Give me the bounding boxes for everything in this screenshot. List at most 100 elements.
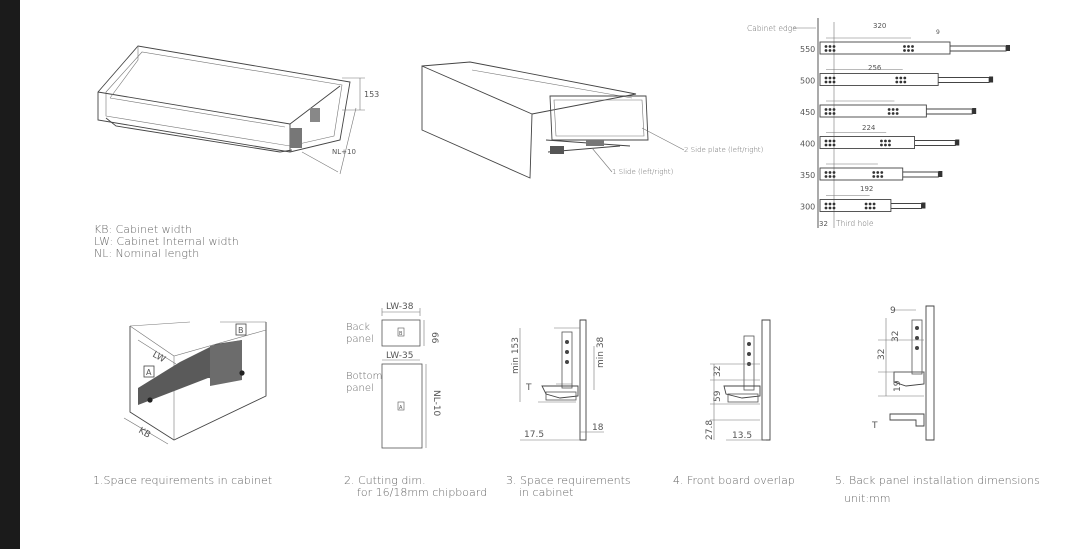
slide-hole [824, 171, 828, 174]
diagram-back-panel: 9 32 32 19 T [871, 305, 935, 441]
slide-length-label: 450 [800, 108, 815, 117]
slide-hole [911, 45, 914, 48]
slide-hole [911, 49, 914, 52]
dim-nl-10: NL+10 [332, 148, 356, 156]
diagram-cutting-dims: Back panel Bottom panel LW-38 B 66 LW-35… [346, 302, 441, 449]
slide-hole [895, 76, 899, 80]
dim-nl-10b: NL-10 [431, 390, 441, 417]
dim-224: 224 [862, 124, 876, 132]
dim-17-5: 17.5 [524, 430, 544, 440]
slide-hole [876, 171, 880, 174]
dim-32a-d5: 32 [877, 349, 887, 360]
slide-length-label: 500 [800, 77, 815, 86]
tag-b: B [238, 326, 244, 335]
slide-hole [828, 139, 832, 143]
slide-hole [880, 175, 884, 178]
technical-drawing: 153 NL+10 2 Side plate (left/right) 1 Sl… [93, 18, 1040, 505]
slide-body [819, 199, 892, 212]
slide-rail [950, 45, 1007, 52]
label-back-panel-2: panel [346, 334, 374, 345]
slide-hole [828, 76, 832, 80]
dim-lw-38: LW-38 [386, 302, 414, 312]
slide-body [819, 73, 939, 86]
dim-kb: KB [137, 426, 152, 441]
caption-2-line1: 2. Cutting dim. [344, 474, 426, 487]
slide-tip [955, 139, 960, 146]
slide-hole [824, 49, 828, 52]
dim-19: 19 [893, 380, 903, 392]
dim-9: 9 [936, 29, 940, 36]
slide-hole [832, 45, 836, 48]
slide-hole [828, 80, 832, 84]
label-slide: 1 Slide (left/right) [612, 168, 674, 176]
slide-hole [828, 143, 832, 147]
slide-hole [824, 175, 828, 178]
tag-b-small: B [399, 331, 403, 337]
slide-hole [832, 49, 836, 52]
dim-t-d5: T [871, 421, 878, 431]
slide-hole [899, 80, 903, 84]
slide-hole [895, 108, 899, 111]
dim-66: 66 [429, 332, 439, 344]
slide-hole [872, 171, 876, 174]
caption-3-line1: 3. Space requirements [506, 474, 631, 487]
slide-body [819, 136, 915, 149]
diagram-space-requirements: min 153 min 38 T 17.5 18 [511, 319, 606, 441]
slide-hole [880, 171, 884, 174]
drawer-front-drawing: 2 Side plate (left/right) 1 Slide (left/… [421, 61, 764, 179]
dim-192: 192 [860, 185, 873, 193]
slide-tip [1006, 45, 1010, 51]
slide-hole [903, 76, 907, 80]
slide-tip [972, 108, 977, 114]
caption-5: 5. Back panel installation dimensions [835, 474, 1040, 487]
slide-hole [872, 206, 876, 210]
slide-hole [824, 143, 828, 147]
caption-4: 4. Front board overlap [673, 474, 795, 487]
slide-hole [824, 76, 828, 80]
slide-length-chart: Cabinet edge 320 9 256 224 192 32 Third … [747, 18, 1010, 228]
slide-rail [938, 77, 990, 83]
slide-hole [824, 206, 828, 210]
slide-hole [824, 45, 828, 48]
dim-320: 320 [873, 22, 886, 30]
legend-kb: KB: Cabinet width [94, 223, 192, 236]
dim-13-5: 13.5 [732, 431, 752, 441]
slide-hole [876, 175, 880, 178]
slide-length-label: 550 [800, 45, 815, 54]
slide-hole [832, 171, 836, 174]
slide-hole [903, 49, 906, 52]
slide-hole [832, 139, 836, 143]
slide-hole [832, 80, 836, 84]
dim-lw: LW [151, 350, 167, 365]
slide-hole [895, 80, 899, 84]
slide-hole [899, 76, 903, 80]
caption-3-line2: in cabinet [519, 486, 573, 499]
slide-rail [926, 108, 973, 115]
slide-hole [895, 112, 899, 115]
label-third-hole: Third hole [836, 219, 874, 228]
slide-rail [902, 171, 939, 178]
slide-hole [880, 139, 883, 143]
dim-27-8: 27.8 [705, 420, 715, 440]
slide-length-label: 350 [800, 171, 815, 180]
slide-hole [864, 202, 868, 206]
dim-32: 32 [819, 220, 828, 228]
slide-hole [868, 202, 872, 206]
slide-hole [828, 112, 832, 115]
slide-hole [828, 45, 832, 48]
dim-min-38: min 38 [596, 336, 606, 368]
tag-a: A [146, 368, 152, 377]
slide-hole [888, 143, 891, 147]
slide-hole [891, 112, 895, 115]
slide-tip [989, 76, 994, 83]
caption-2-line2: for 16/18mm chipboard [357, 486, 487, 499]
slide-hole [824, 80, 828, 84]
slide-hole [828, 49, 832, 52]
caption-1: 1.Space requirements in cabinet [93, 474, 272, 487]
dim-32b-d5: 32 [891, 331, 901, 342]
slide-length-label: 300 [800, 203, 815, 212]
tag-a-small: A [399, 405, 403, 411]
dim-153: 153 [364, 90, 379, 99]
slide-hole [868, 206, 872, 210]
slide-body [819, 167, 904, 181]
